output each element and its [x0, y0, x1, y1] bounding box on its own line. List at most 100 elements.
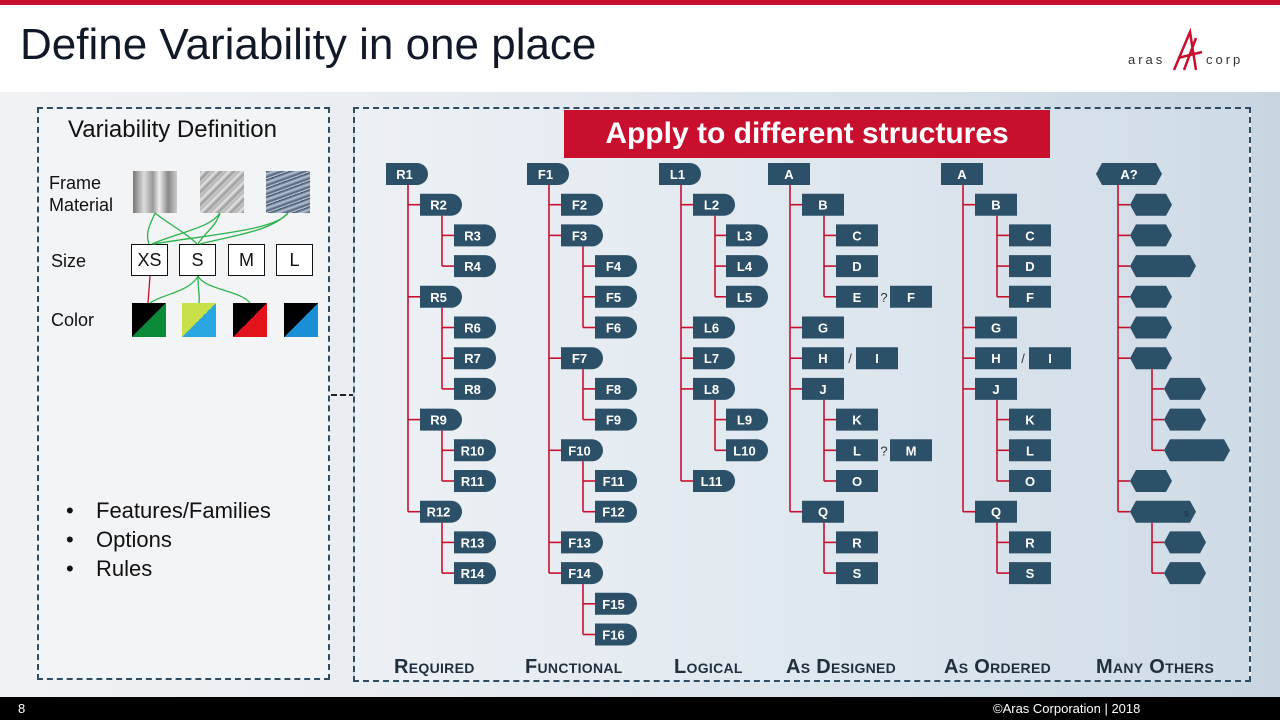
tree-node: J: [975, 377, 1017, 400]
svg-text:F8: F8: [606, 382, 621, 397]
svg-text:R: R: [852, 535, 862, 550]
tree-node: F12: [595, 500, 637, 523]
tree-node: H: [975, 347, 1017, 370]
rule-line: [197, 212, 221, 245]
size-option-xs: XS: [131, 244, 168, 276]
panel-connector-dash: [331, 394, 355, 396]
tree-node: C: [1009, 224, 1051, 247]
bullet-item: •Options: [66, 527, 172, 552]
svg-text:G: G: [991, 321, 1001, 336]
tree-node: L7: [693, 347, 735, 370]
material-swatch-textured: [200, 171, 244, 213]
svg-text:R12: R12: [427, 505, 451, 520]
tree-node: F11: [595, 470, 637, 492]
tree-node: F: [1009, 285, 1051, 308]
tree-node: R8: [454, 377, 497, 400]
tree-node: B: [975, 193, 1017, 216]
svg-text:F3: F3: [572, 228, 587, 243]
tree-node: G: [975, 316, 1017, 339]
svg-text:D: D: [852, 259, 861, 274]
svg-text:L8: L8: [704, 382, 719, 397]
rule-line: [146, 212, 156, 245]
tree-node: R: [1009, 531, 1051, 554]
tree-node: M: [890, 439, 932, 462]
svg-text:L1: L1: [670, 167, 685, 182]
tree-node: I: [1029, 347, 1071, 370]
svg-text:L10: L10: [733, 443, 755, 458]
page-number: 8: [18, 701, 26, 716]
svg-text:E: E: [853, 290, 862, 305]
svg-text:R8: R8: [464, 382, 481, 397]
rule-line: [197, 275, 200, 304]
tree-node: F7: [561, 347, 603, 370]
tree-node: L8: [693, 377, 735, 400]
tree-node: R6: [454, 316, 497, 339]
svg-text:S: S: [853, 566, 862, 581]
tree-node: K: [836, 408, 878, 431]
svg-text:S: S: [1026, 566, 1035, 581]
tree-node: H: [802, 347, 844, 370]
svg-text:L4: L4: [737, 259, 753, 274]
tree-node: K: [1009, 408, 1051, 431]
tree-node: L3: [726, 224, 768, 247]
variability-bullets: •Features/Families •Options •Rules: [66, 496, 271, 583]
tree-node: [1164, 408, 1206, 431]
svg-text:F13: F13: [568, 535, 590, 550]
svg-text:A: A: [957, 167, 967, 182]
tree-node: L2: [693, 193, 735, 216]
tree-node: L4: [726, 255, 768, 278]
tree-node: L5: [726, 285, 768, 308]
rule-line: [149, 275, 199, 304]
tree-node: D: [1009, 255, 1051, 278]
tree-node: S: [1009, 562, 1051, 585]
tree-node: L10: [726, 439, 768, 462]
logo-text-corp: corp: [1206, 52, 1243, 67]
tree-node: R7: [454, 347, 496, 370]
tree-node: A?: [1096, 163, 1162, 185]
svg-text:F14: F14: [568, 566, 591, 581]
color-swatch-lime-blue: [182, 303, 216, 337]
tree-node: A: [768, 163, 810, 185]
svg-text:F7: F7: [572, 351, 587, 366]
svg-text:F: F: [1026, 290, 1034, 305]
stray-label: s: [1184, 509, 1189, 520]
size-option-s: S: [179, 244, 216, 276]
tree-node: C: [836, 224, 878, 247]
svg-text:C: C: [852, 228, 862, 243]
svg-text:O: O: [1025, 474, 1035, 489]
svg-text:R1: R1: [396, 167, 413, 182]
svg-text:L6: L6: [704, 321, 719, 336]
tree-node: [1164, 531, 1206, 554]
copyright: ©Aras Corporation | 2018: [993, 701, 1141, 716]
svg-text:M: M: [906, 443, 917, 458]
tree-node: O: [1009, 470, 1051, 492]
tree-node: R1: [386, 163, 428, 185]
svg-text:L9: L9: [737, 413, 752, 428]
svg-text:J: J: [992, 382, 999, 397]
tree-node: R14: [454, 562, 497, 585]
column-label-as-ordered: As Ordered: [944, 656, 1052, 678]
svg-text:R2: R2: [430, 198, 447, 213]
tree-node: F2: [561, 193, 603, 216]
tree-node: [1130, 193, 1172, 216]
tree-node: R13: [454, 531, 497, 554]
tree-node: F: [890, 285, 932, 308]
tree-node: D: [836, 255, 878, 278]
svg-text:R11: R11: [461, 474, 484, 489]
svg-text:H: H: [818, 351, 827, 366]
tree-node: F14: [561, 562, 603, 585]
tree-node: A: [941, 163, 983, 185]
svg-text:I: I: [1048, 351, 1052, 366]
color-label: Color: [51, 310, 95, 330]
svg-text:K: K: [1025, 413, 1035, 428]
svg-text:F4: F4: [606, 259, 622, 274]
bullet-item: •Rules: [66, 556, 153, 581]
column-label-required: Required: [394, 656, 475, 678]
rule-line: [197, 275, 251, 304]
tree-node: F4: [595, 255, 637, 278]
variability-title: Variability Definition: [68, 116, 277, 143]
svg-text:F5: F5: [606, 290, 621, 305]
svg-text:L: L: [853, 443, 861, 458]
svg-text:D: D: [1025, 259, 1034, 274]
material-swatch-brushed: [133, 171, 177, 213]
